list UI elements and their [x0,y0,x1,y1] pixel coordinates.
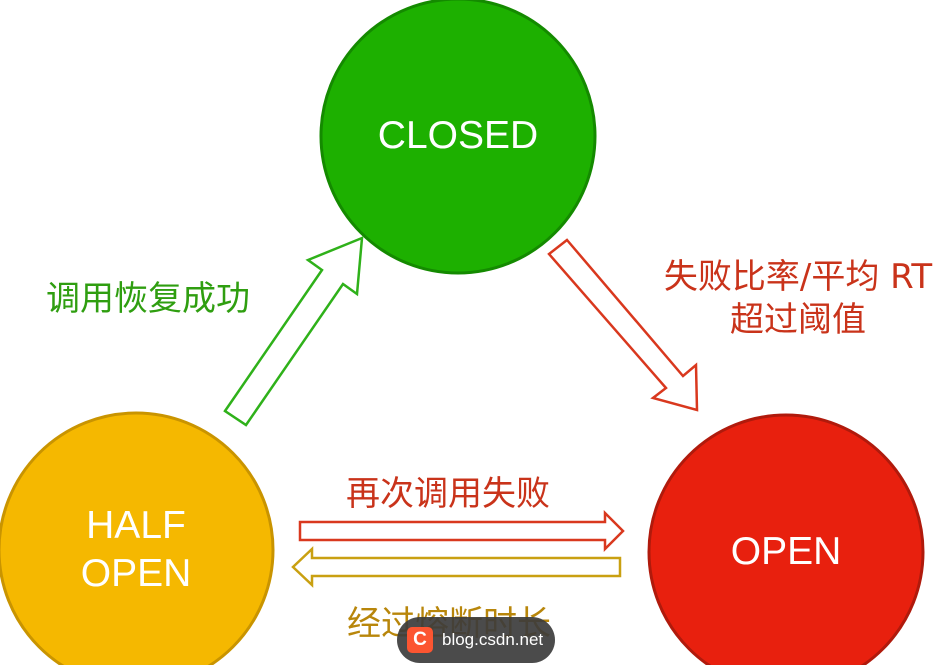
half-open-state-label: HALF OPEN [36,502,236,598]
label-closed-to-open-line2: 超过阈值 [730,299,866,340]
closed-state-circle [319,0,597,275]
closed-state-label: CLOSED [377,114,539,157]
half-open-label-line2: OPEN [80,551,192,595]
label-half-open-to-closed: 调用恢复成功 [46,279,250,319]
half-open-label-line1: HALF [86,504,186,547]
label-half-open-to-open: 再次调用失败 [346,474,550,514]
arrow-half-open-to-closed [223,236,364,427]
watermark-text: blog.csdn.net [442,630,544,649]
csdn-logo-icon: C [407,627,433,653]
arrow-half-open-to-open [298,509,625,553]
open-state-label: OPEN [730,530,842,573]
arrow-closed-to-open [547,238,699,412]
label-closed-to-open: 失败比率/平均 RT 超过阈值 [648,256,948,341]
label-closed-to-open-line1: 失败比率/平均 RT [663,257,933,297]
open-state-circle [647,413,925,665]
arrow-open-to-half-open [291,546,622,588]
half-open-state-circle [0,411,275,665]
csdn-watermark[interactable]: C blog.csdn.net [397,617,555,663]
